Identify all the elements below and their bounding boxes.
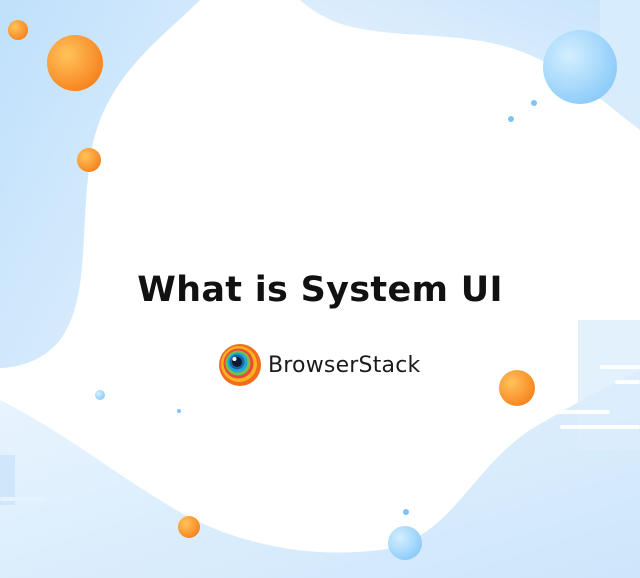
orange-dot-right [499, 370, 535, 406]
browserstack-eye-logo-icon [219, 344, 261, 386]
brand-logo-group: BrowserStack [218, 342, 420, 388]
page-title: What is System UI [137, 270, 503, 310]
orange-dot-large [47, 35, 103, 91]
orange-dot-small-top [8, 20, 28, 40]
blob-top-right [300, 0, 640, 130]
brand-name: BrowserStack [268, 352, 421, 378]
blue-dot-tiny-4 [403, 509, 409, 515]
blob-bottom [0, 370, 640, 578]
panel-line-1 [545, 410, 610, 414]
blue-dot-tiny-2 [531, 100, 537, 106]
blob-right-edge [600, 0, 640, 130]
orange-dot-mid-left [77, 148, 101, 172]
panel-left [0, 455, 15, 505]
orange-dot-bottom [178, 516, 200, 538]
blue-dot-tiny-1 [508, 116, 514, 122]
blue-dot-large [543, 30, 617, 104]
panel-line-4 [615, 380, 640, 384]
blue-dot-tiny-3 [177, 409, 181, 413]
panel-line-3 [600, 365, 640, 369]
blue-dot-bottom [388, 526, 422, 560]
panel-right [578, 320, 640, 450]
blob-left [0, 0, 200, 368]
panel-line-2 [560, 425, 640, 429]
blue-dot-left [95, 390, 105, 400]
panel-left-line [0, 497, 45, 501]
